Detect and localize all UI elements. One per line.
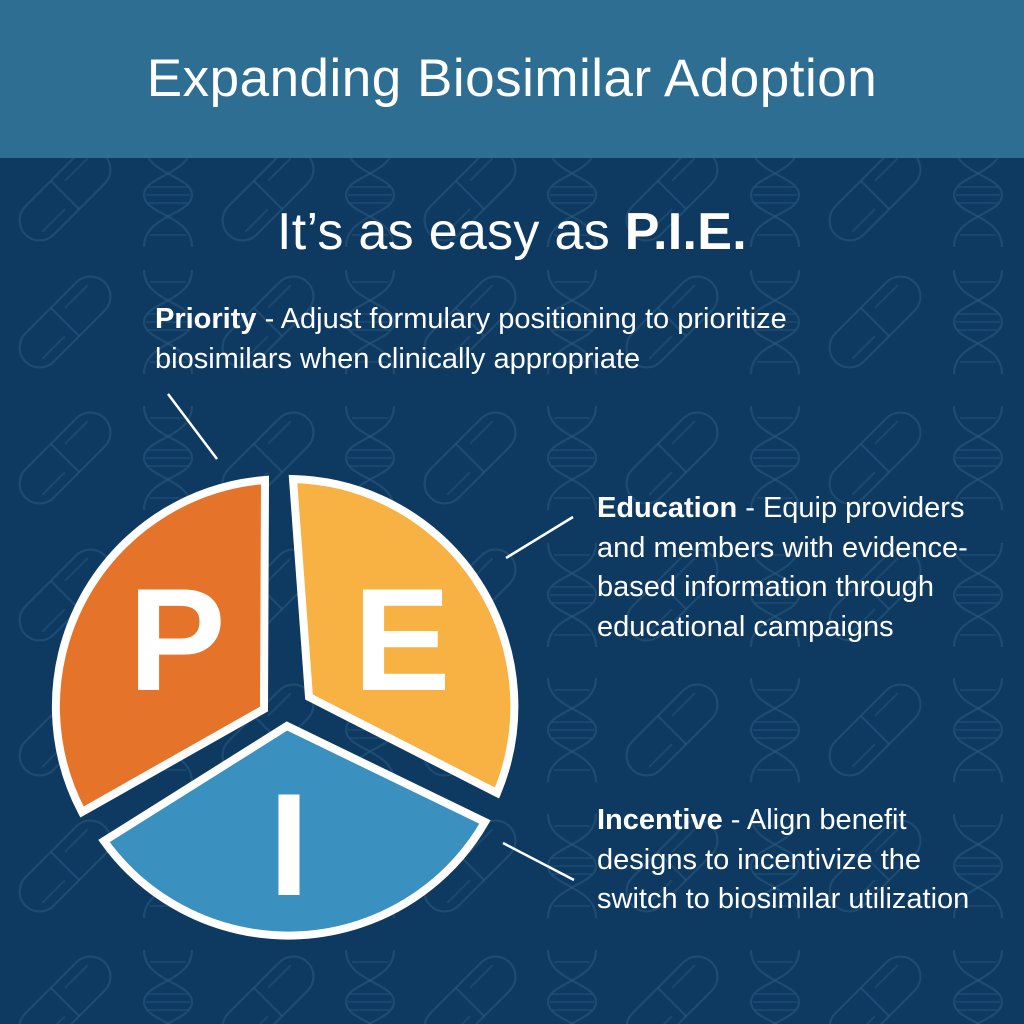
pie-segment-incentive: [98, 721, 491, 940]
education-description: Education - Equip providers and members …: [597, 489, 997, 647]
page-title: Expanding Biosimilar Adoption: [146, 48, 878, 108]
pie-letter-p: P: [128, 558, 225, 721]
priority-leader-line: [167, 393, 218, 460]
education-separator: -: [737, 492, 763, 524]
incentive-term: Incentive: [597, 804, 723, 836]
priority-term: Priority: [155, 303, 257, 335]
incentive-description: Incentive - Align benefit designs to inc…: [597, 801, 997, 920]
title-banner: Expanding Biosimilar Adoption: [0, 0, 1024, 158]
incentive-text: Align benefit designs to incentivize the…: [597, 804, 970, 915]
pie-letter-e: E: [353, 558, 450, 721]
education-text: Equip providers and members with evidenc…: [597, 492, 968, 643]
priority-description: Priority - Adjust formulary positioning …: [155, 300, 915, 379]
incentive-leader-line: [502, 841, 575, 882]
subtitle-emphasis: P.I.E.: [624, 203, 748, 261]
subtitle: It’s as easy as P.I.E.: [0, 197, 1024, 267]
incentive-separator: -: [722, 804, 747, 836]
subtitle-prefix: It’s as easy as: [276, 203, 625, 261]
priority-text: Adjust formulary positioning to prioriti…: [155, 303, 787, 375]
pie-segment-education: [288, 474, 519, 799]
education-term: Education: [597, 492, 738, 524]
pie-letter-i: I: [269, 763, 310, 926]
priority-separator: -: [256, 303, 281, 335]
pie-segment-priority: [51, 475, 270, 818]
education-leader-line: [505, 515, 574, 560]
